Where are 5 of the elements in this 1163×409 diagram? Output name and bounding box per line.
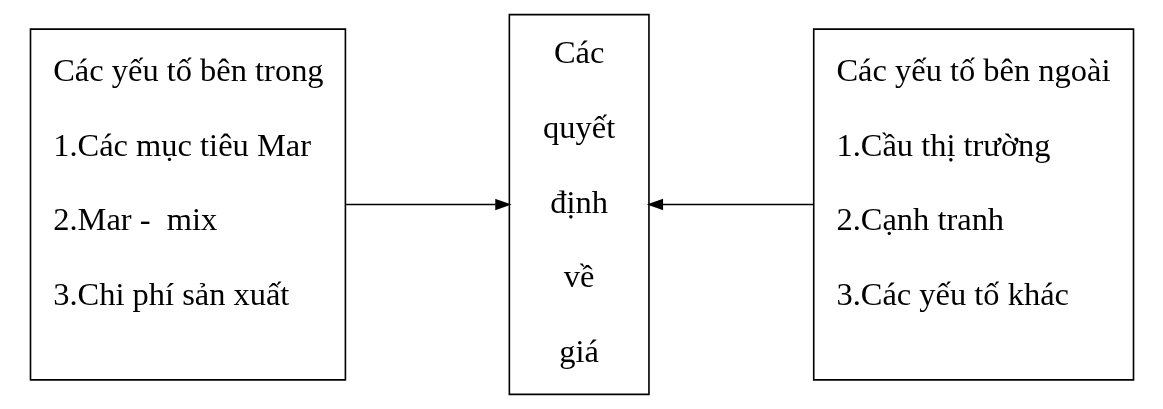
node-box: Các quyết định về giá — [508, 13, 650, 396]
node-box: Các yếu tố bên ngoài 1.Cầu thị trường 2.Cạnh tranh 3.Các yếu tố khác — [812, 28, 1134, 381]
arrow — [344, 198, 512, 211]
arrow — [646, 198, 814, 211]
node-box: Các yếu tố bên trong 1.Các mục tiêu Mar 2.Mar - mix 3.Chi phí sản xuất — [29, 28, 346, 381]
